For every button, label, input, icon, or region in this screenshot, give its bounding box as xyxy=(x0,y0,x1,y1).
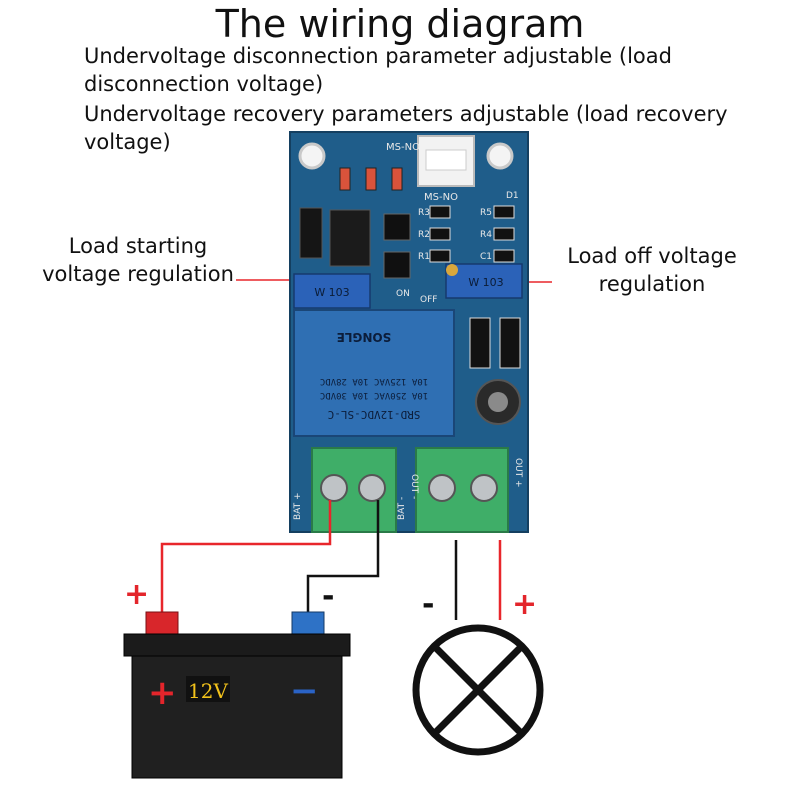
description-recovery: Undervoltage recovery parameters adjusta… xyxy=(84,102,728,154)
terminal-label-bat-plus: BAT + xyxy=(293,492,303,520)
battery-lid xyxy=(123,633,351,657)
resistor xyxy=(493,227,515,241)
resistor-label: R3 xyxy=(418,208,430,218)
pot-adjust-screw xyxy=(446,264,458,276)
connector-label: MS-NO xyxy=(386,142,420,153)
terminal-screw xyxy=(428,474,456,502)
terminal-label-out-minus: OUT - xyxy=(409,474,419,499)
relay xyxy=(293,309,455,437)
resistor xyxy=(493,249,515,263)
sign-load-minus: - xyxy=(422,587,434,622)
rectifier-diode xyxy=(499,317,521,369)
ic-chip xyxy=(329,209,371,267)
battery-label-plate xyxy=(186,676,230,702)
diode xyxy=(339,167,351,191)
wire-battery-negative xyxy=(306,500,380,616)
resistor-label: R2 xyxy=(418,230,430,240)
pot-right-label: W 103 xyxy=(468,276,503,289)
lamp-circle xyxy=(412,624,544,756)
description-disconnection: Undervoltage disconnection parameter adj… xyxy=(84,44,672,96)
resistor-label: C1 xyxy=(480,252,492,262)
resistor-label: R5 xyxy=(480,208,492,218)
connector-label-2: MS-NO xyxy=(424,192,458,203)
relay-rating-2: 10A 125VAC 10A 28VDC xyxy=(320,376,428,386)
resistor xyxy=(493,205,515,219)
relay-rating-1: 10A 250VAC 10A 30VDC xyxy=(320,390,428,400)
terminal-screw xyxy=(470,474,498,502)
resistor-label: R1 xyxy=(418,252,430,262)
wire-battery-positive xyxy=(160,500,332,614)
rectifier-diode xyxy=(469,317,491,369)
battery-voltage: 12V xyxy=(188,679,228,703)
terminal-label-out-plus: OUT + xyxy=(513,458,523,488)
lamp-cross xyxy=(431,643,525,737)
capacitor-top xyxy=(488,392,508,412)
callout-load-starting: Load starting voltage regulation xyxy=(42,234,234,286)
relay-brand: SONGLE xyxy=(337,330,392,344)
mounting-hole xyxy=(486,142,514,170)
transistor xyxy=(383,251,411,279)
battery-plus-sign: + xyxy=(148,673,177,713)
diode xyxy=(391,167,403,191)
regulator-chip xyxy=(299,207,323,259)
on-label: ON xyxy=(396,289,410,299)
transistor xyxy=(383,213,411,241)
diode xyxy=(365,167,377,191)
mounting-hole xyxy=(298,142,326,170)
relay-model: SRD-12VDC-SL-C xyxy=(328,408,421,421)
resistor xyxy=(429,205,451,219)
connector-socket xyxy=(425,149,467,171)
resistor xyxy=(429,249,451,263)
pot-left-label: W 103 xyxy=(314,286,349,299)
battery-case xyxy=(131,655,343,779)
off-label: OFF xyxy=(420,295,437,305)
pot-load-off xyxy=(445,263,523,299)
lamp-load xyxy=(412,624,544,756)
battery-12v: + 12V − xyxy=(123,611,351,779)
pot-load-starting xyxy=(293,273,371,309)
sign-battery-plus: + xyxy=(124,577,149,612)
terminal-label-bat-minus: BAT - xyxy=(397,497,407,520)
sign-load-plus: + xyxy=(512,587,537,622)
callout-load-off: Load off voltage regulation xyxy=(567,244,737,296)
resistor-label: R4 xyxy=(480,230,492,240)
resistor-label: D1 xyxy=(506,191,519,201)
resistor xyxy=(429,227,451,241)
terminal-screw xyxy=(358,474,386,502)
terminal-screw xyxy=(320,474,348,502)
sign-battery-minus: - xyxy=(322,579,334,614)
battery-minus-sign: − xyxy=(290,671,319,711)
relay-module-board: MS-NO MS-NO R3 R2 R1 R5 R4 D1 xyxy=(289,131,529,533)
page-title: The wiring diagram xyxy=(215,2,585,46)
